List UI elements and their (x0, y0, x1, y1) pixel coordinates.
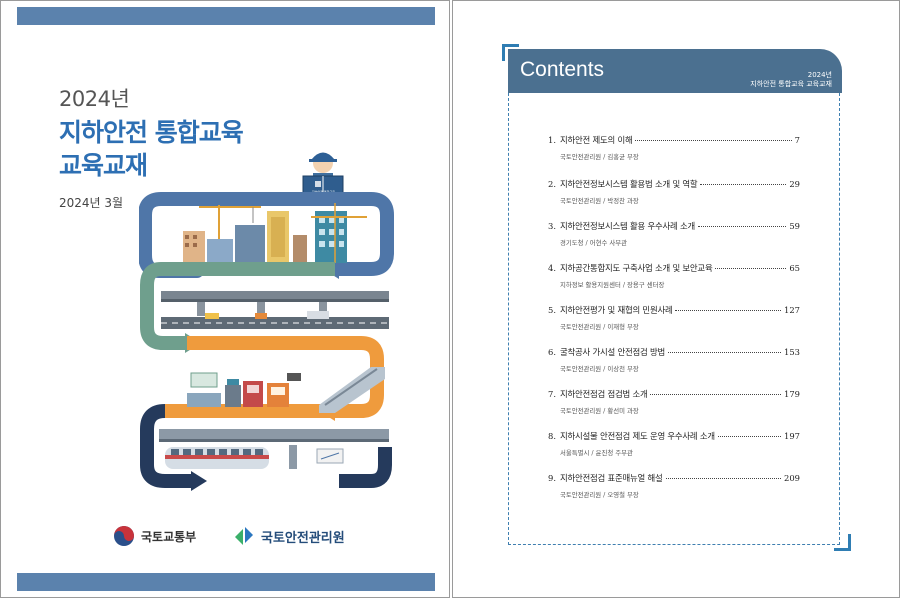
toc-page-number: 179 (784, 389, 800, 399)
toc-author: 경기도청 / 어현수 사무관 (560, 239, 628, 247)
toc-number: 7. (548, 389, 556, 399)
lane-construction (139, 192, 394, 279)
toc-number: 3. (548, 221, 556, 231)
cover-title: 지하안전 통합교육 (59, 118, 244, 147)
toc-entry[interactable]: 3. 지하안전정보시스템 활용 우수사례 소개 59 경기도청 / 어현수 사무관 (548, 220, 800, 247)
toc-entry[interactable]: 7. 지하안전점검 점검법 소개 179 국토안전관리원 / 황선미 과장 (548, 388, 800, 415)
kalis-logo: 국토안전관리원 (233, 525, 345, 547)
toc-title: 지하안전점검 표준매뉴얼 해설 (560, 473, 663, 483)
toc-number: 1. (548, 135, 556, 145)
toc-entry[interactable]: 2. 지하안전정보시스템 활용법 소개 및 역할 29 국토안전관리원 / 박정찬 … (548, 178, 800, 205)
contents-banner: Contents 2024년 지하안전 통합교육 교육교재 (508, 49, 842, 93)
toc-entry[interactable]: 5. 지하안전평가 및 재협의 민원사례 127 국토안전관리원 / 이재형 부장 (548, 304, 800, 331)
toc-number: 5. (548, 305, 556, 315)
lane-highway (140, 262, 389, 353)
toc-leader (717, 436, 781, 437)
toc-leader (665, 478, 781, 479)
cover-bottom-bar (17, 573, 435, 591)
toc-leader (650, 394, 781, 395)
cover-top-bar (17, 7, 435, 25)
toc-leader (700, 184, 787, 185)
cover-page: 2024년 지하안전 통합교육 교육교재 2024년 3월 지하안전 통합교육 (0, 0, 450, 598)
toc-author: 국토안전관리원 / 오영철 부장 (560, 491, 639, 499)
cover-date: 2024년 3월 (59, 196, 124, 210)
toc-number: 6. (548, 347, 556, 357)
toc-entry[interactable]: 4. 지하공간통합지도 구축사업 소개 및 보안교육 65 지하정보 활용지원센터 … (548, 262, 800, 289)
lane-station (165, 336, 385, 421)
worker-figure: 지하안전 통합교육 (302, 152, 344, 197)
toc-author: 서울특별시 / 윤진청 주무관 (560, 449, 633, 457)
frame-corner-bottom-right (834, 534, 851, 551)
cover-year: 2024년 (59, 87, 130, 111)
toc-number: 2. (548, 179, 556, 189)
taegeuk-icon (114, 526, 134, 546)
contents-page (452, 0, 900, 598)
toc-title: 굴착공사 가시설 안전점검 방법 (560, 347, 665, 357)
kalis-name: 국토안전관리원 (261, 530, 345, 546)
toc-leader (675, 310, 781, 311)
toc-page-number: 29 (789, 179, 800, 189)
toc-leader (715, 268, 787, 269)
toc-page-number: 197 (784, 431, 800, 441)
toc-page-number: 153 (784, 347, 800, 357)
contents-heading: Contents (520, 58, 605, 81)
toc-page-number: 65 (789, 263, 800, 273)
toc-entry[interactable]: 1. 지하안전 제도의 이해 7 국토안전관리원 / 김홍균 부장 (548, 134, 800, 161)
toc-title: 지하안전정보시스템 활용 우수사례 소개 (560, 221, 695, 231)
contents-frame (508, 93, 840, 545)
kalis-emblem-icon (235, 527, 253, 545)
toc-title: 지하안전평가 및 재협의 민원사례 (560, 305, 673, 315)
toc-leader (697, 226, 787, 227)
molit-logo: 국토교통부 (113, 525, 196, 547)
toc-page-number: 7 (794, 135, 800, 145)
toc-author: 국토안전관리원 / 김홍균 부장 (560, 153, 639, 161)
toc-number: 4. (548, 263, 556, 273)
underground-safety-illustration: 지하안전 통합교육 (139, 152, 394, 491)
toc-number: 8. (548, 431, 556, 441)
toc-title: 지하안전정보시스템 활용법 소개 및 역할 (560, 179, 698, 189)
toc-title: 지하공간통합지도 구축사업 소개 및 보안교육 (560, 263, 713, 273)
contents-book-title: 지하안전 통합교육 교육교재 (750, 80, 832, 88)
toc-number: 9. (548, 473, 556, 483)
toc-page-number: 209 (784, 473, 800, 483)
toc-title: 지하안전 제도의 이해 (560, 135, 633, 145)
toc-author: 국토안전관리원 / 이상천 부장 (560, 365, 639, 373)
toc-leader (667, 352, 781, 353)
toc-title: 지하시설물 안전점검 제도 운영 우수사례 소개 (560, 431, 715, 441)
cover-subtitle: 교육교재 (59, 151, 148, 180)
contents-book-info: 2024년 지하안전 통합교육 교육교재 (750, 71, 832, 89)
toc-entry[interactable]: 6. 굴착공사 가시설 안전점검 방법 153 국토안전관리원 / 이상천 부장 (548, 346, 800, 373)
book-label: 지하안전 통합교육 (312, 189, 335, 194)
molit-name: 국토교통부 (141, 529, 197, 544)
contents-year: 2024년 (807, 71, 832, 79)
toc-entry[interactable]: 8. 지하시설물 안전점검 제도 운영 우수사례 소개 197 서울특별시 / 윤진… (548, 430, 800, 457)
lane-subway (140, 404, 392, 491)
toc-entry[interactable]: 9. 지하안전점검 표준매뉴얼 해설 209 국토안전관리원 / 오영철 부장 (548, 472, 800, 499)
toc-author: 국토안전관리원 / 황선미 과장 (560, 407, 639, 415)
frame-corner-top-left (502, 44, 519, 61)
toc-author: 국토안전관리원 / 박정찬 과장 (560, 197, 639, 205)
toc-page-number: 59 (789, 221, 800, 231)
toc-title: 지하안전점검 점검법 소개 (560, 389, 648, 399)
toc-author: 국토안전관리원 / 이재형 부장 (560, 323, 639, 331)
toc-leader (635, 140, 792, 141)
toc-author: 지하정보 활용지원센터 / 장용구 센터장 (560, 281, 665, 289)
toc-page-number: 127 (784, 305, 800, 315)
